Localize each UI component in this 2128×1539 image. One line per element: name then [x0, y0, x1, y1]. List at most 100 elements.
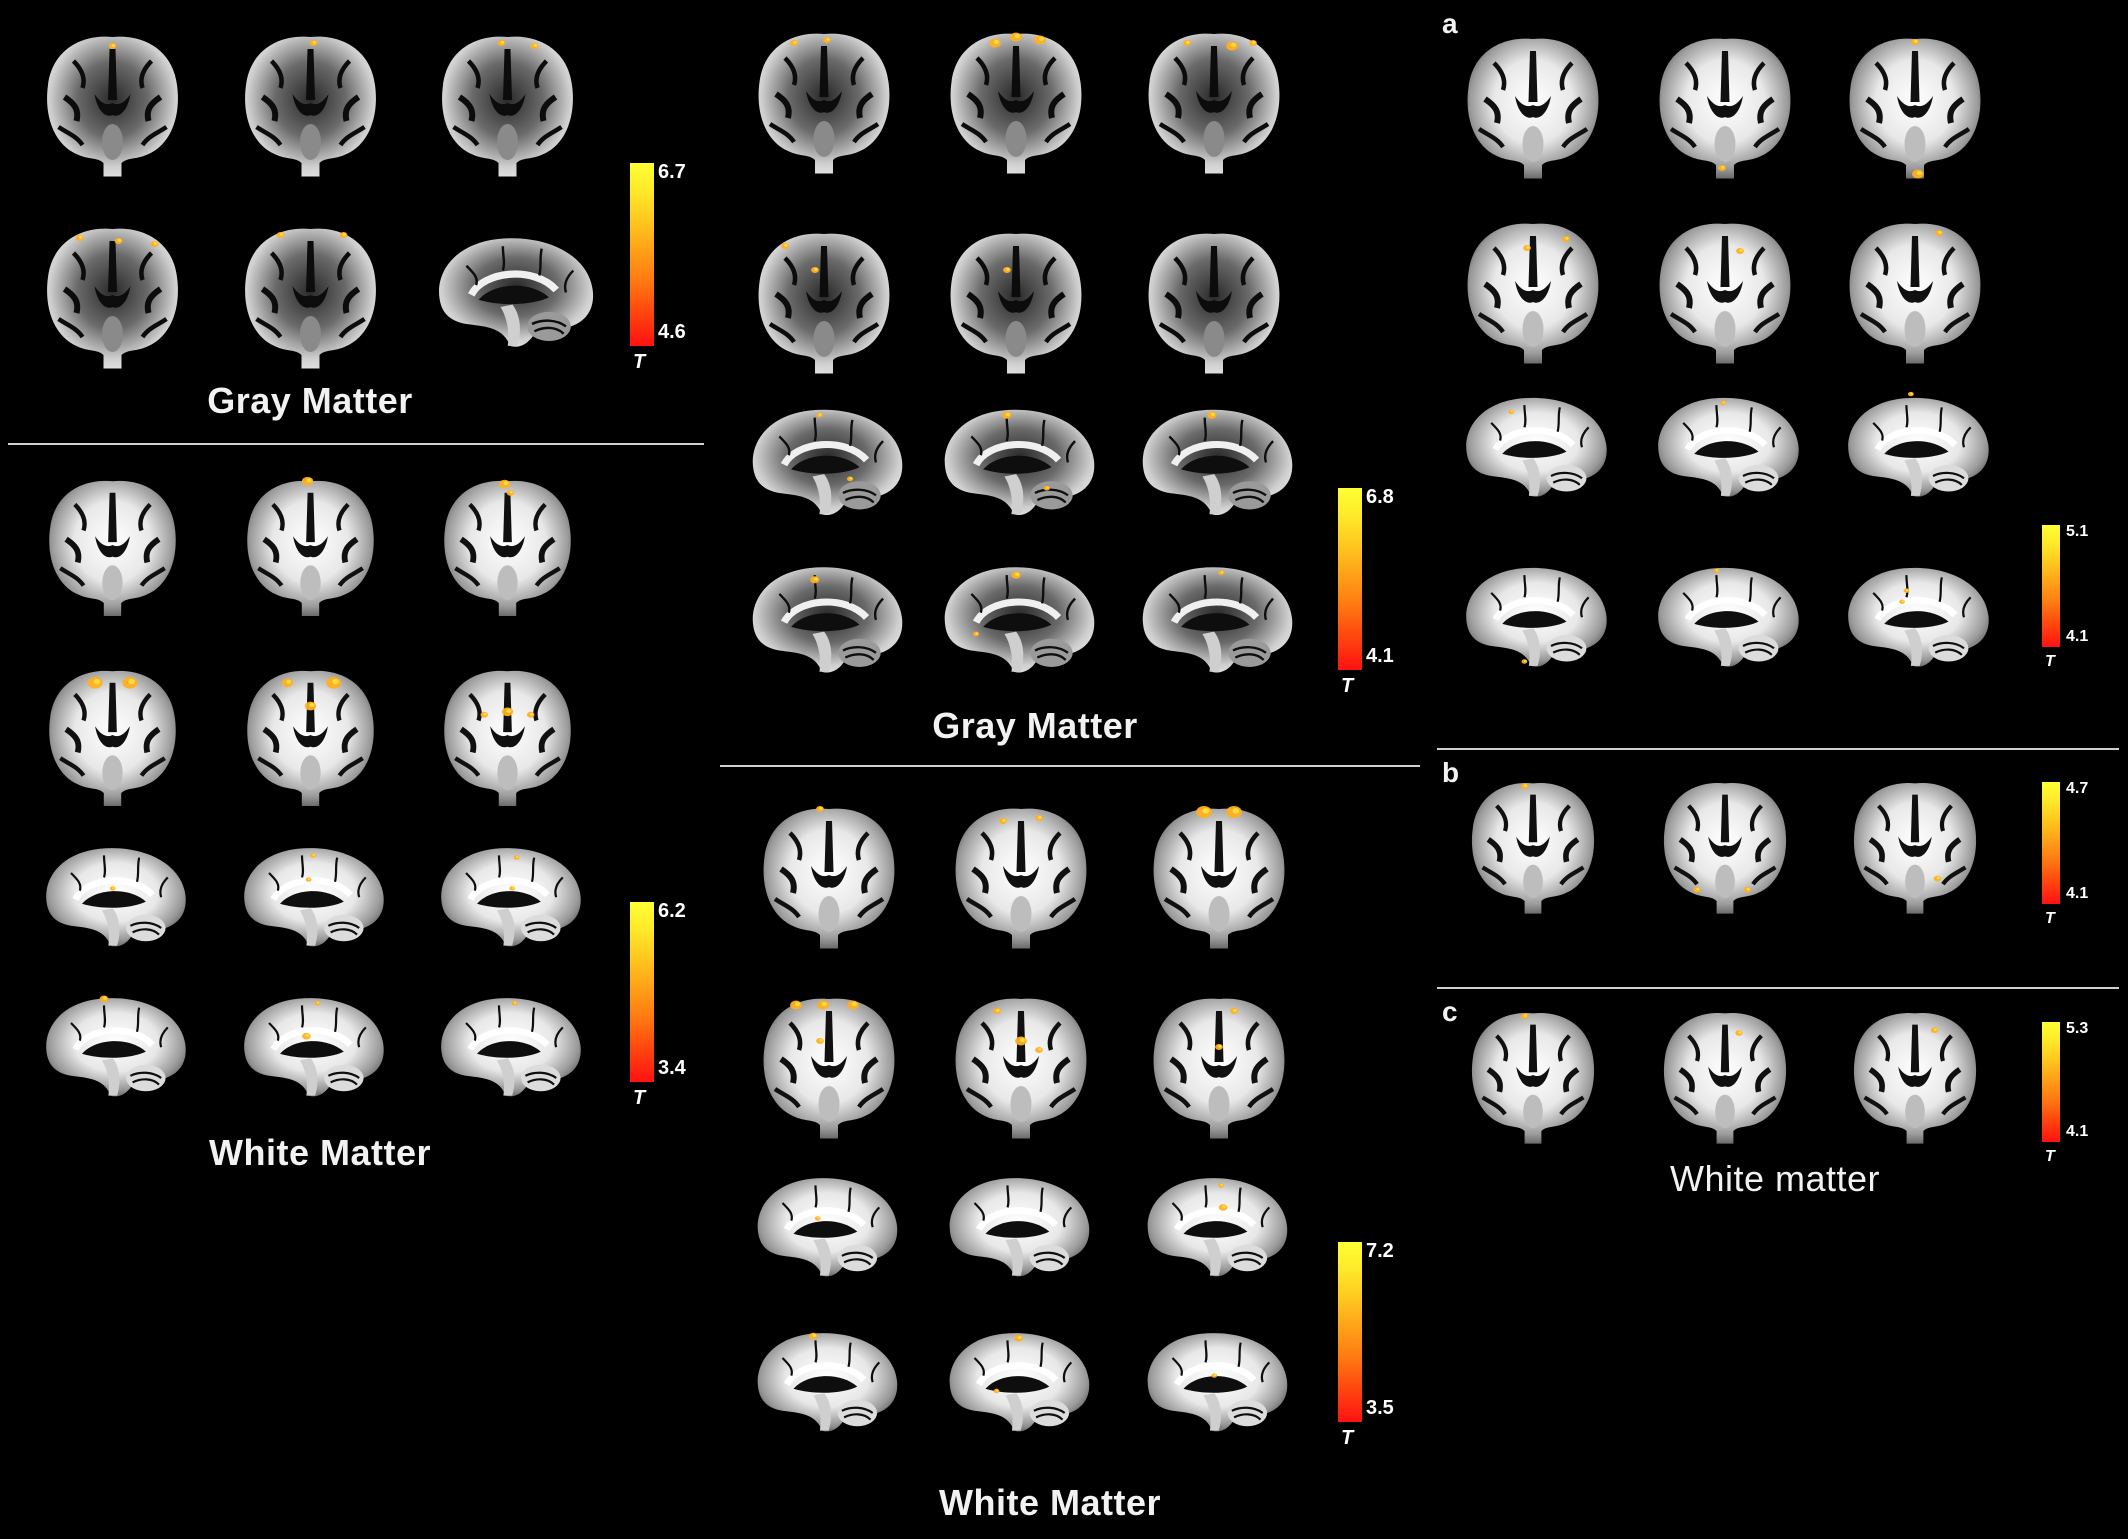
colorbar-max: 5.1 [2066, 523, 2089, 540]
colorbar-unit: T [2045, 653, 2055, 670]
colorbar-unit: T [1341, 1427, 1354, 1449]
sagittal-brain-slice [1466, 567, 1607, 667]
panel-label-b: b [1442, 757, 1460, 788]
coronal-brain-slice [245, 36, 376, 177]
sagittal-brain-slice [752, 409, 903, 516]
sagittal-brain-slice [1147, 1333, 1288, 1432]
coronal-brain-slice [47, 36, 178, 177]
colorbar-min: 3.4 [658, 1057, 686, 1079]
sagittal-brain-slice [1848, 391, 1989, 497]
coronal-brain-slice [247, 670, 374, 807]
coronal-brain-slice [955, 998, 1087, 1139]
coronal-brain-slice [49, 480, 176, 617]
panel-label-a: a [1442, 8, 1458, 39]
coronal-brain-slice [758, 33, 890, 174]
coronal-brain-slice [1659, 223, 1791, 364]
colorbar-gradient [630, 902, 654, 1082]
coronal-brain-slice [955, 808, 1087, 949]
coronal-brain-slice [1153, 806, 1285, 949]
sagittal-brain-slice [438, 238, 594, 347]
coronal-brain-slice [1471, 1013, 1595, 1144]
colorbar-min: 4.1 [2066, 628, 2089, 645]
colorbar-min: 4.1 [1366, 645, 1394, 667]
sagittal-brain-slice [1658, 397, 1799, 497]
sagittal-brain-slice [441, 848, 581, 947]
coronal-brain-slice [1853, 1013, 1977, 1144]
coronal-brain-slice [950, 32, 1082, 174]
coronal-brain-slice [444, 670, 571, 807]
panel-title-left-wm: White Matter [209, 1132, 431, 1173]
colorbar-min: 4.1 [2066, 885, 2089, 902]
sagittal-brain-slice [1142, 567, 1293, 673]
sagittal-brain-slice [1658, 567, 1799, 667]
sagittal-brain-slice [244, 848, 384, 947]
colorbar-unit: T [633, 1087, 646, 1109]
sagittal-brain-slice [757, 1178, 898, 1277]
colorbar-max: 4.7 [2066, 780, 2089, 797]
coronal-brain-slice [247, 476, 374, 617]
sagittal-brain-slice [46, 995, 186, 1097]
colorbar-unit: T [633, 351, 646, 373]
coronal-brain-slice [245, 228, 376, 369]
coronal-brain-slice [950, 233, 1082, 374]
colorbar-gradient [2042, 1022, 2060, 1142]
sagittal-brain-slice [757, 1332, 898, 1432]
coronal-brain-slice [763, 998, 895, 1139]
sagittal-brain-slice [1142, 409, 1293, 516]
sagittal-brain-slice [949, 1333, 1090, 1432]
coronal-brain-slice [1659, 38, 1791, 179]
coronal-brain-slice [763, 806, 895, 949]
sagittal-brain-slice [1466, 397, 1607, 497]
colorbar-unit: T [2045, 1148, 2055, 1165]
panel-title-mid-gm: Gray Matter [932, 705, 1138, 746]
coronal-brain-slice [1849, 38, 1981, 179]
divider-right-ab [1437, 748, 2119, 750]
coronal-brain-slice [1849, 223, 1981, 364]
coronal-brain-slice [1853, 783, 1977, 914]
coronal-brain-slice [1148, 33, 1280, 174]
panel-title-left-gm: Gray Matter [207, 380, 413, 421]
coronal-brain-slice [1467, 223, 1599, 364]
colorbar-min: 4.1 [2066, 1123, 2089, 1140]
sagittal-brain-slice [944, 567, 1095, 673]
coronal-brain-slice [442, 36, 573, 177]
colorbar-max: 6.2 [658, 900, 686, 922]
sagittal-brain-slice [944, 409, 1095, 516]
colorbar-gradient [2042, 525, 2060, 647]
sagittal-brain-slice [46, 848, 186, 947]
sagittal-brain-slice [244, 998, 384, 1097]
colorbar-gradient [2042, 782, 2060, 904]
coronal-brain-slice [758, 233, 890, 374]
panel-label-c: c [1442, 996, 1458, 1027]
colorbar-unit: T [2045, 910, 2055, 927]
coronal-brain-slice [1471, 783, 1595, 914]
colorbar-gradient [630, 163, 654, 346]
panel-title-right-c: White matter [1669, 1158, 1881, 1199]
sagittal-brain-slice [1848, 567, 1989, 667]
colorbar-gradient [1338, 1242, 1362, 1422]
panel-title-mid-wm: White Matter [939, 1482, 1161, 1523]
coronal-brain-slice [1663, 783, 1787, 914]
colorbar-min: 3.5 [1366, 1397, 1394, 1419]
colorbar-max: 7.2 [1366, 1240, 1394, 1262]
coronal-brain-slice [1153, 998, 1285, 1139]
sagittal-brain-slice [441, 998, 581, 1097]
sagittal-brain-slice [1147, 1178, 1288, 1277]
colorbar-gradient [1338, 488, 1362, 670]
divider-left [8, 443, 704, 445]
coronal-brain-slice [1148, 233, 1280, 374]
coronal-brain-slice [49, 670, 176, 807]
coronal-brain-slice [1467, 38, 1599, 179]
divider-middle [720, 765, 1420, 767]
sagittal-brain-slice [949, 1178, 1090, 1277]
coronal-brain-slice [1663, 1013, 1787, 1144]
divider-right-bc [1437, 987, 2119, 989]
colorbar-max: 5.3 [2066, 1020, 2089, 1037]
colorbar-max: 6.7 [658, 161, 686, 183]
coronal-brain-slice [444, 479, 571, 617]
colorbar-min: 4.6 [658, 321, 686, 343]
sagittal-brain-slice [752, 567, 903, 673]
colorbar-unit: T [1341, 675, 1354, 697]
colorbar-max: 6.8 [1366, 486, 1394, 508]
coronal-brain-slice [47, 228, 178, 369]
